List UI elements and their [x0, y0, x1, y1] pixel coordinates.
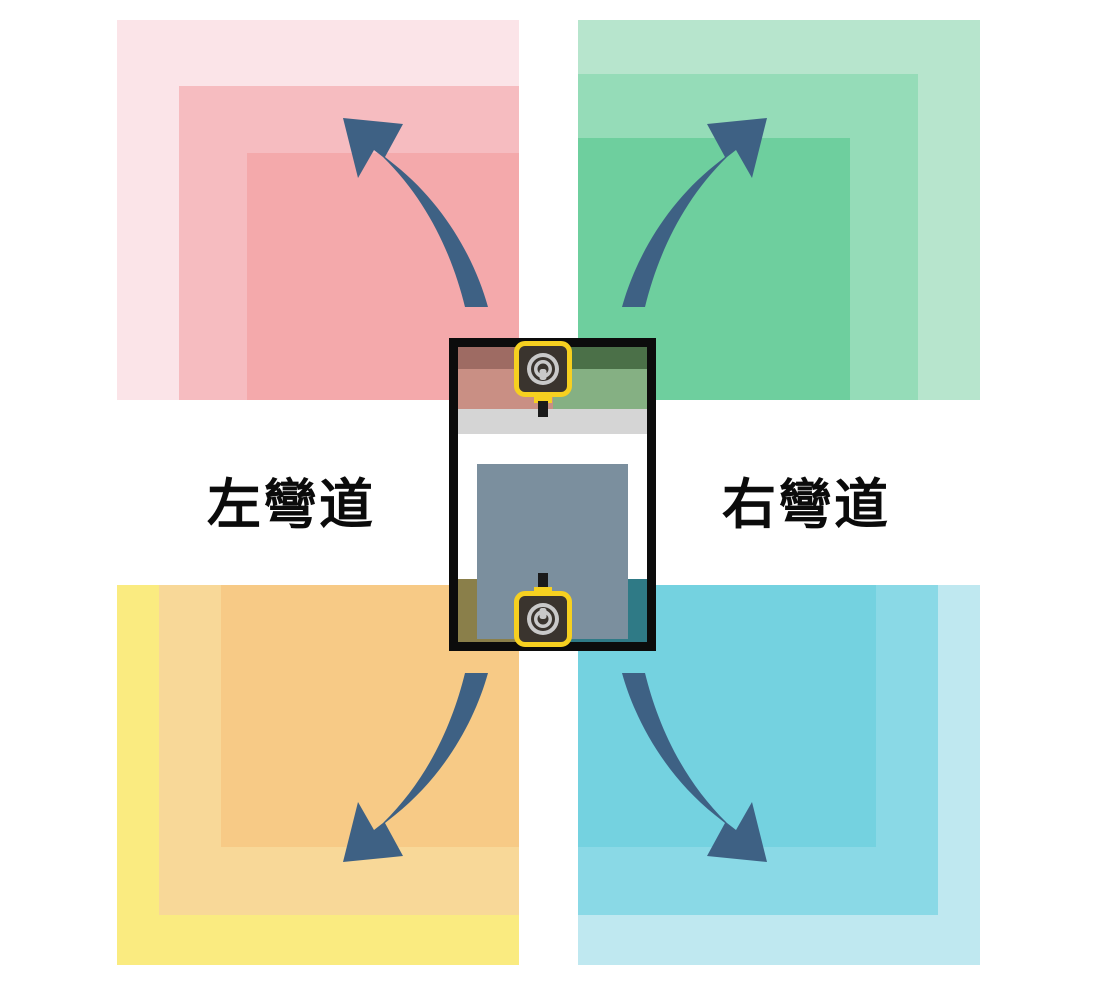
- camera-lens-icon: [527, 353, 559, 385]
- left-curve-label: 左彎道: [207, 473, 375, 536]
- sensor-body-top: [514, 341, 572, 397]
- curved-arrow-up-left-icon: [343, 118, 488, 307]
- sensor-stem-top: [538, 401, 548, 417]
- sensor-neck-top: [534, 395, 552, 403]
- curved-arrow-up-right-icon: [622, 118, 767, 307]
- frame-bleed-gray-band: [458, 409, 647, 434]
- right-curve-label: 右彎道: [722, 473, 890, 536]
- curved-arrow-down-left-icon: [343, 673, 488, 862]
- frame-bleed-green-dark: [552, 347, 647, 369]
- curved-arrow-down-right-icon: [622, 673, 767, 862]
- sensor-body-bottom: [514, 591, 572, 647]
- sensor-stem-bottom: [538, 573, 548, 589]
- camera-lens-icon: [527, 603, 559, 635]
